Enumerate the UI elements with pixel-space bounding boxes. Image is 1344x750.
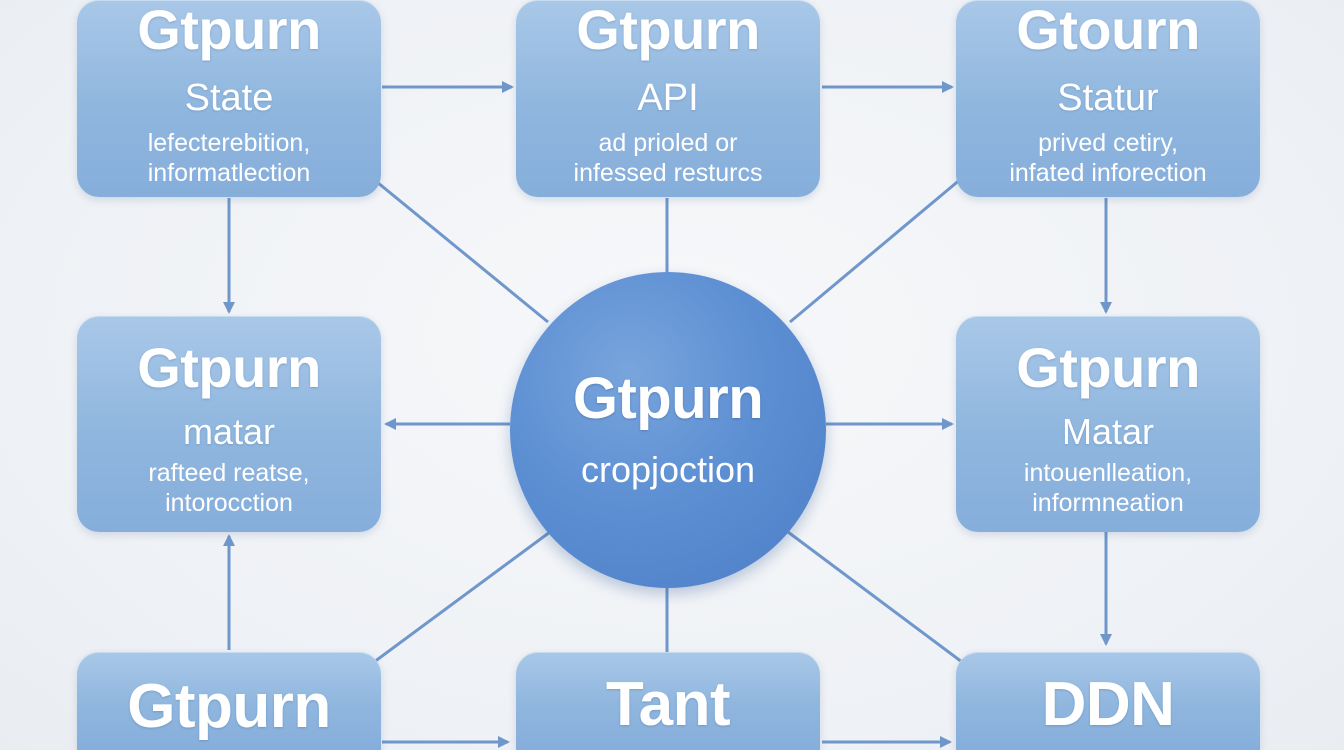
node-top-left-desc-line1: lefecterebition,: [147, 128, 311, 157]
node-middle-right-desc-line1: intouenlleation,: [1023, 458, 1193, 487]
node-middle-right-desc-line2: informneation: [1032, 488, 1184, 517]
node-top-center: Gtpurn API ad prioled or infessed restur…: [516, 0, 820, 197]
node-bottom-left-title: Gtpurn: [127, 672, 331, 741]
hub-subtitle: cropjoction: [580, 449, 756, 490]
node-middle-right-description: intouenlleation, informneation: [956, 458, 1260, 518]
node-middle-right: Gtpurn Matar intouenlleation, informneat…: [956, 316, 1260, 532]
node-top-left-description: lefecterebition, informatlection: [77, 128, 381, 188]
node-top-left-title: Gtpurn: [137, 0, 321, 61]
node-top-center-subtitle: API: [637, 77, 699, 119]
node-top-center-desc-line2: infessed resturcs: [573, 158, 763, 187]
node-bottom-right-title: DDN: [1041, 670, 1175, 739]
node-top-center-title: Gtpurn: [576, 0, 760, 61]
node-middle-left-subtitle: matar: [182, 411, 276, 452]
spoke-hub-top-right: [789, 176, 963, 324]
node-middle-left-desc-line2: intorocction: [165, 488, 293, 517]
node-bottom-left: Gtpurn: [77, 652, 381, 750]
node-top-left-desc-line2: informatlection: [147, 158, 311, 187]
node-bottom-right: DDN: [956, 652, 1260, 750]
node-middle-right-title: Gtpurn: [1016, 336, 1200, 399]
node-top-center-description: ad prioled or infessed resturcs: [516, 128, 820, 188]
node-top-left: Gtpurn State lefecterebition, informatle…: [77, 0, 381, 197]
node-top-right-subtitle: Statur: [1057, 77, 1159, 119]
spoke-hub-top-left: [371, 176, 549, 324]
spoke-hub-bottom-right: [787, 530, 963, 664]
node-top-center-desc-line1: ad prioled or: [598, 128, 738, 157]
hub-circle: Gtpurn cropjoction: [510, 272, 826, 588]
node-top-right-description: prived cetiry, infated inforection: [956, 128, 1260, 188]
node-middle-left-desc-line1: rafteed reatse,: [148, 458, 310, 487]
node-bottom-center: Tant: [516, 652, 820, 750]
node-middle-right-subtitle: Matar: [1061, 411, 1155, 452]
node-middle-left-description: rafteed reatse, intorocction: [77, 458, 381, 518]
spoke-hub-bottom-left: [373, 530, 551, 664]
node-middle-left-title: Gtpurn: [137, 336, 321, 399]
node-top-right-desc-line2: infated inforection: [1009, 158, 1207, 187]
hub-title: Gtpurn: [572, 366, 764, 431]
node-middle-left: Gtpurn matar rafteed reatse, intorocctio…: [77, 316, 381, 532]
node-top-right: Gtourn Statur prived cetiry, infated inf…: [956, 0, 1260, 197]
node-bottom-center-title: Tant: [605, 670, 731, 739]
node-top-right-title: Gtourn: [1016, 0, 1200, 61]
node-top-left-subtitle: State: [184, 77, 274, 119]
node-top-right-desc-line1: prived cetiry,: [1038, 128, 1178, 157]
